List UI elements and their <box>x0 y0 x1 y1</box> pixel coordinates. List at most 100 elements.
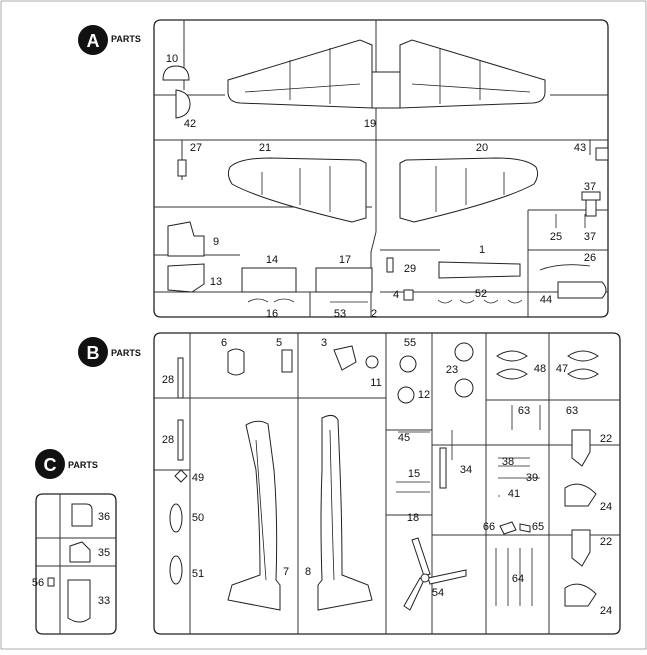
part-24-a <box>564 483 597 507</box>
part-36 <box>71 503 93 527</box>
label-14: 14 <box>266 254 278 266</box>
label-66: 66 <box>483 521 495 533</box>
label-53: 53 <box>334 308 346 320</box>
part-19-left-wing <box>227 39 373 109</box>
part-8-lines <box>329 429 335 581</box>
part-3 <box>333 345 357 371</box>
label-43: 43 <box>574 142 586 154</box>
part-26 <box>539 264 591 271</box>
part-4 <box>403 289 414 301</box>
part-11 <box>365 355 379 369</box>
label-5: 5 <box>276 337 282 349</box>
label-65: 65 <box>532 521 544 533</box>
label-1: 1 <box>479 244 485 256</box>
part-28-b <box>177 419 184 461</box>
sprue-c-frame <box>35 493 117 635</box>
sprue-c-badge <box>35 449 65 479</box>
label-13: 13 <box>210 276 222 288</box>
part-23-wheel-a <box>454 342 474 362</box>
label-18: 18 <box>407 512 419 524</box>
part-35 <box>69 541 91 563</box>
part-21-stabilizer <box>227 157 367 223</box>
part-21-lines <box>261 166 331 212</box>
sprue-a-letter: A <box>87 31 100 51</box>
sprue-a-badge <box>78 25 108 55</box>
label-6: 6 <box>221 337 227 349</box>
part-25-37-gates <box>555 214 586 228</box>
label-28-b: 28 <box>162 434 174 446</box>
label-17: 17 <box>339 254 351 266</box>
label-22-a: 22 <box>600 433 612 445</box>
part-50 <box>169 503 183 533</box>
part-44 <box>557 281 607 299</box>
part-54-hub <box>420 573 430 583</box>
part-10 <box>162 65 190 81</box>
label-45: 45 <box>398 432 410 444</box>
part-22-a <box>571 429 591 467</box>
label-38: 38 <box>502 456 514 468</box>
part-20-lines <box>435 166 505 212</box>
label-23: 23 <box>446 364 458 376</box>
part-33 <box>67 579 91 623</box>
label-7: 7 <box>283 566 289 578</box>
part-24-b <box>564 583 597 607</box>
part-54-propeller <box>403 537 467 611</box>
label-3: 3 <box>321 337 327 349</box>
part-13 <box>167 263 205 293</box>
label-39: 39 <box>526 472 538 484</box>
part-64 <box>495 548 533 606</box>
part-47 <box>567 350 599 380</box>
label-33: 33 <box>98 595 110 607</box>
sprue-b-title: PARTS <box>111 348 141 358</box>
label-15: 15 <box>408 468 420 480</box>
sprue-c-letter: C <box>44 455 57 475</box>
parts-38-39-41 <box>498 457 540 497</box>
label-49: 49 <box>192 472 204 484</box>
label-50: 50 <box>192 512 204 524</box>
label-16: 16 <box>266 308 278 320</box>
part-14 <box>241 267 297 293</box>
sprue-a-frame <box>153 19 609 318</box>
part-12 <box>397 386 415 404</box>
label-29: 29 <box>404 263 416 275</box>
label-37: 37 <box>584 231 596 243</box>
sprue-c-title: PARTS <box>68 460 98 470</box>
part-43 <box>595 147 609 161</box>
label-37-top: 37 <box>584 181 596 193</box>
part-5 <box>281 349 293 373</box>
part-48 <box>496 350 528 380</box>
label-11: 11 <box>370 377 381 389</box>
label-48: 48 <box>534 363 546 375</box>
label-24-a: 24 <box>600 501 612 513</box>
label-44: 44 <box>540 294 552 306</box>
part-6 <box>227 348 245 376</box>
part-27 <box>177 159 187 177</box>
label-8: 8 <box>305 566 311 578</box>
part-20-stabilizer <box>399 157 539 223</box>
label-56: 56 <box>32 577 44 589</box>
sprue-b-frame <box>153 332 621 635</box>
parts-66-65 <box>499 521 531 535</box>
label-55: 55 <box>404 337 416 349</box>
label-21: 21 <box>259 142 271 154</box>
sprue-c: C PARTS 36 35 56 33 <box>32 449 117 635</box>
part-19-center <box>371 71 401 109</box>
sprue-b: B PARTS <box>78 332 621 635</box>
part-22-b <box>571 529 591 567</box>
label-10: 10 <box>166 53 178 65</box>
label-4: 4 <box>393 289 399 301</box>
sprue-a: A PARTS 10 42 19 <box>78 19 609 320</box>
label-34: 34 <box>460 464 472 476</box>
part-7-fuselage <box>227 420 281 611</box>
label-52: 52 <box>475 288 487 300</box>
part-52 <box>437 299 523 304</box>
part-23-wheel-b <box>454 378 474 398</box>
label-19: 19 <box>364 118 376 130</box>
sprue-a-runners <box>154 20 608 317</box>
part-37 <box>581 191 601 217</box>
part-1 <box>438 261 521 279</box>
label-42: 42 <box>184 118 196 130</box>
label-2: 2 <box>371 308 377 320</box>
